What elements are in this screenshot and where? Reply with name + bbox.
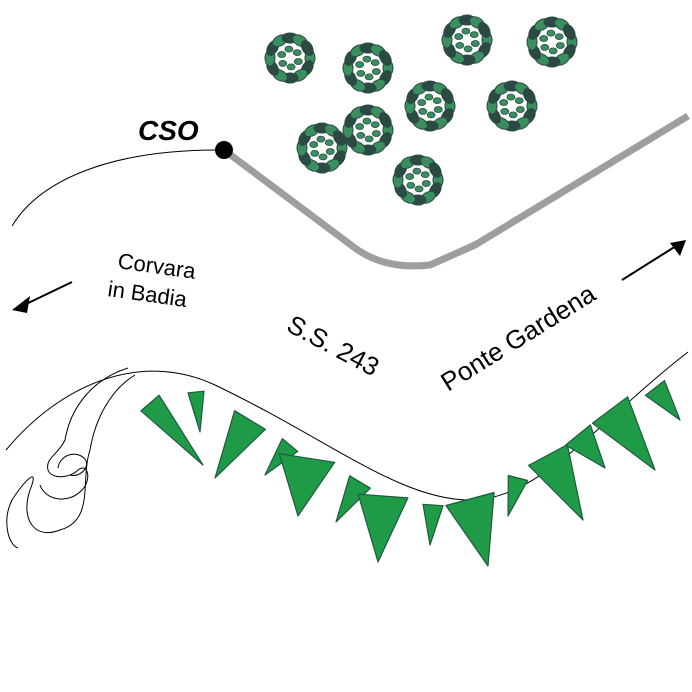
tree-crown-icon	[296, 122, 348, 174]
tree-crown-icon	[342, 104, 394, 156]
scree-triangle-icon	[140, 394, 204, 466]
tree-crown-icon	[486, 80, 538, 132]
scree-triangle-icon	[445, 491, 495, 567]
destination-label-right: Ponte Gardena	[435, 278, 601, 397]
road-edge-lower	[5, 351, 689, 501]
arrow-icon	[12, 281, 73, 313]
scree-triangle-icon	[335, 475, 371, 523]
contour-line	[39, 367, 129, 500]
tree-crown-icon	[392, 154, 444, 206]
track-line	[221, 113, 690, 270]
scree-triangle-icon	[422, 503, 444, 546]
tree-crown-icon	[404, 80, 456, 132]
scree-triangle-icon	[527, 444, 584, 521]
scree-triangle-icon	[591, 396, 656, 471]
contour-line	[6, 374, 136, 549]
arrow-icon	[621, 240, 686, 281]
destination-label-left-2: in Badia	[106, 276, 189, 312]
tree-cluster-group	[264, 14, 578, 206]
tree-crown-icon	[441, 14, 493, 66]
scree-triangle-icon	[278, 453, 336, 517]
scree-triangle-icon	[644, 380, 681, 421]
road-label: S.S. 243	[282, 309, 384, 382]
scree-triangle-icon	[187, 390, 205, 433]
tree-crown-icon	[526, 16, 578, 68]
rock-spike-group	[140, 380, 681, 567]
station-label: CSO	[138, 115, 199, 146]
road-edge-upper	[11, 149, 219, 227]
contour-line	[57, 453, 88, 476]
scree-triangle-icon	[214, 410, 266, 479]
station-marker	[215, 141, 233, 159]
tree-crown-icon	[342, 42, 394, 94]
scree-triangle-icon	[357, 493, 409, 563]
scree-triangle-icon	[564, 424, 606, 469]
tree-crown-icon	[264, 32, 316, 84]
scree-triangle-icon	[507, 474, 529, 517]
